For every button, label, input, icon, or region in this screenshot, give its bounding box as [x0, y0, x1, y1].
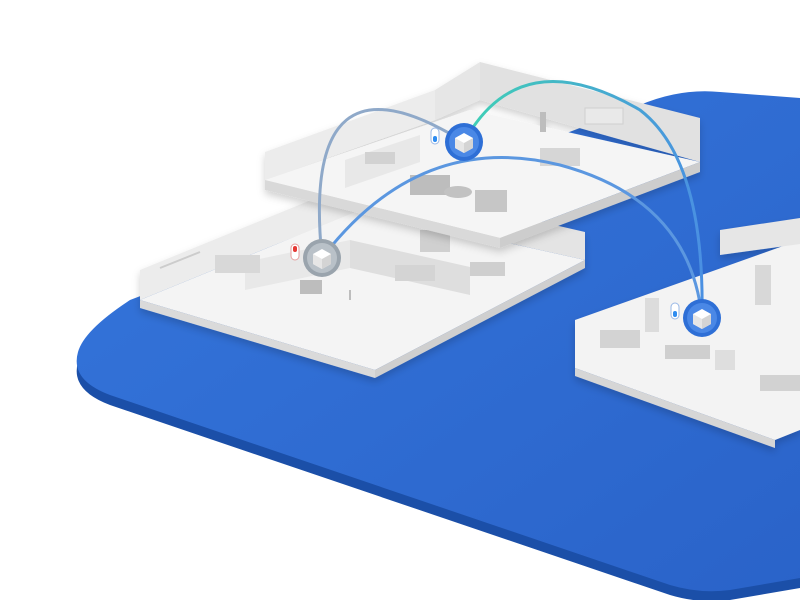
wifi-link-upper-right — [462, 80, 704, 319]
node-lower-floor[interactable] — [303, 239, 341, 277]
wifi-links — [317, 80, 704, 319]
status-indicator-right — [670, 302, 680, 320]
wifi-link-lower-right — [320, 156, 704, 319]
status-indicator-upper — [430, 127, 440, 145]
right-floor — [575, 218, 800, 448]
node-right-floor[interactable] — [683, 299, 721, 337]
wifi-link-lower-upper — [317, 107, 465, 259]
node-upper-floor[interactable] — [445, 123, 483, 161]
status-indicator-lower — [290, 243, 300, 261]
